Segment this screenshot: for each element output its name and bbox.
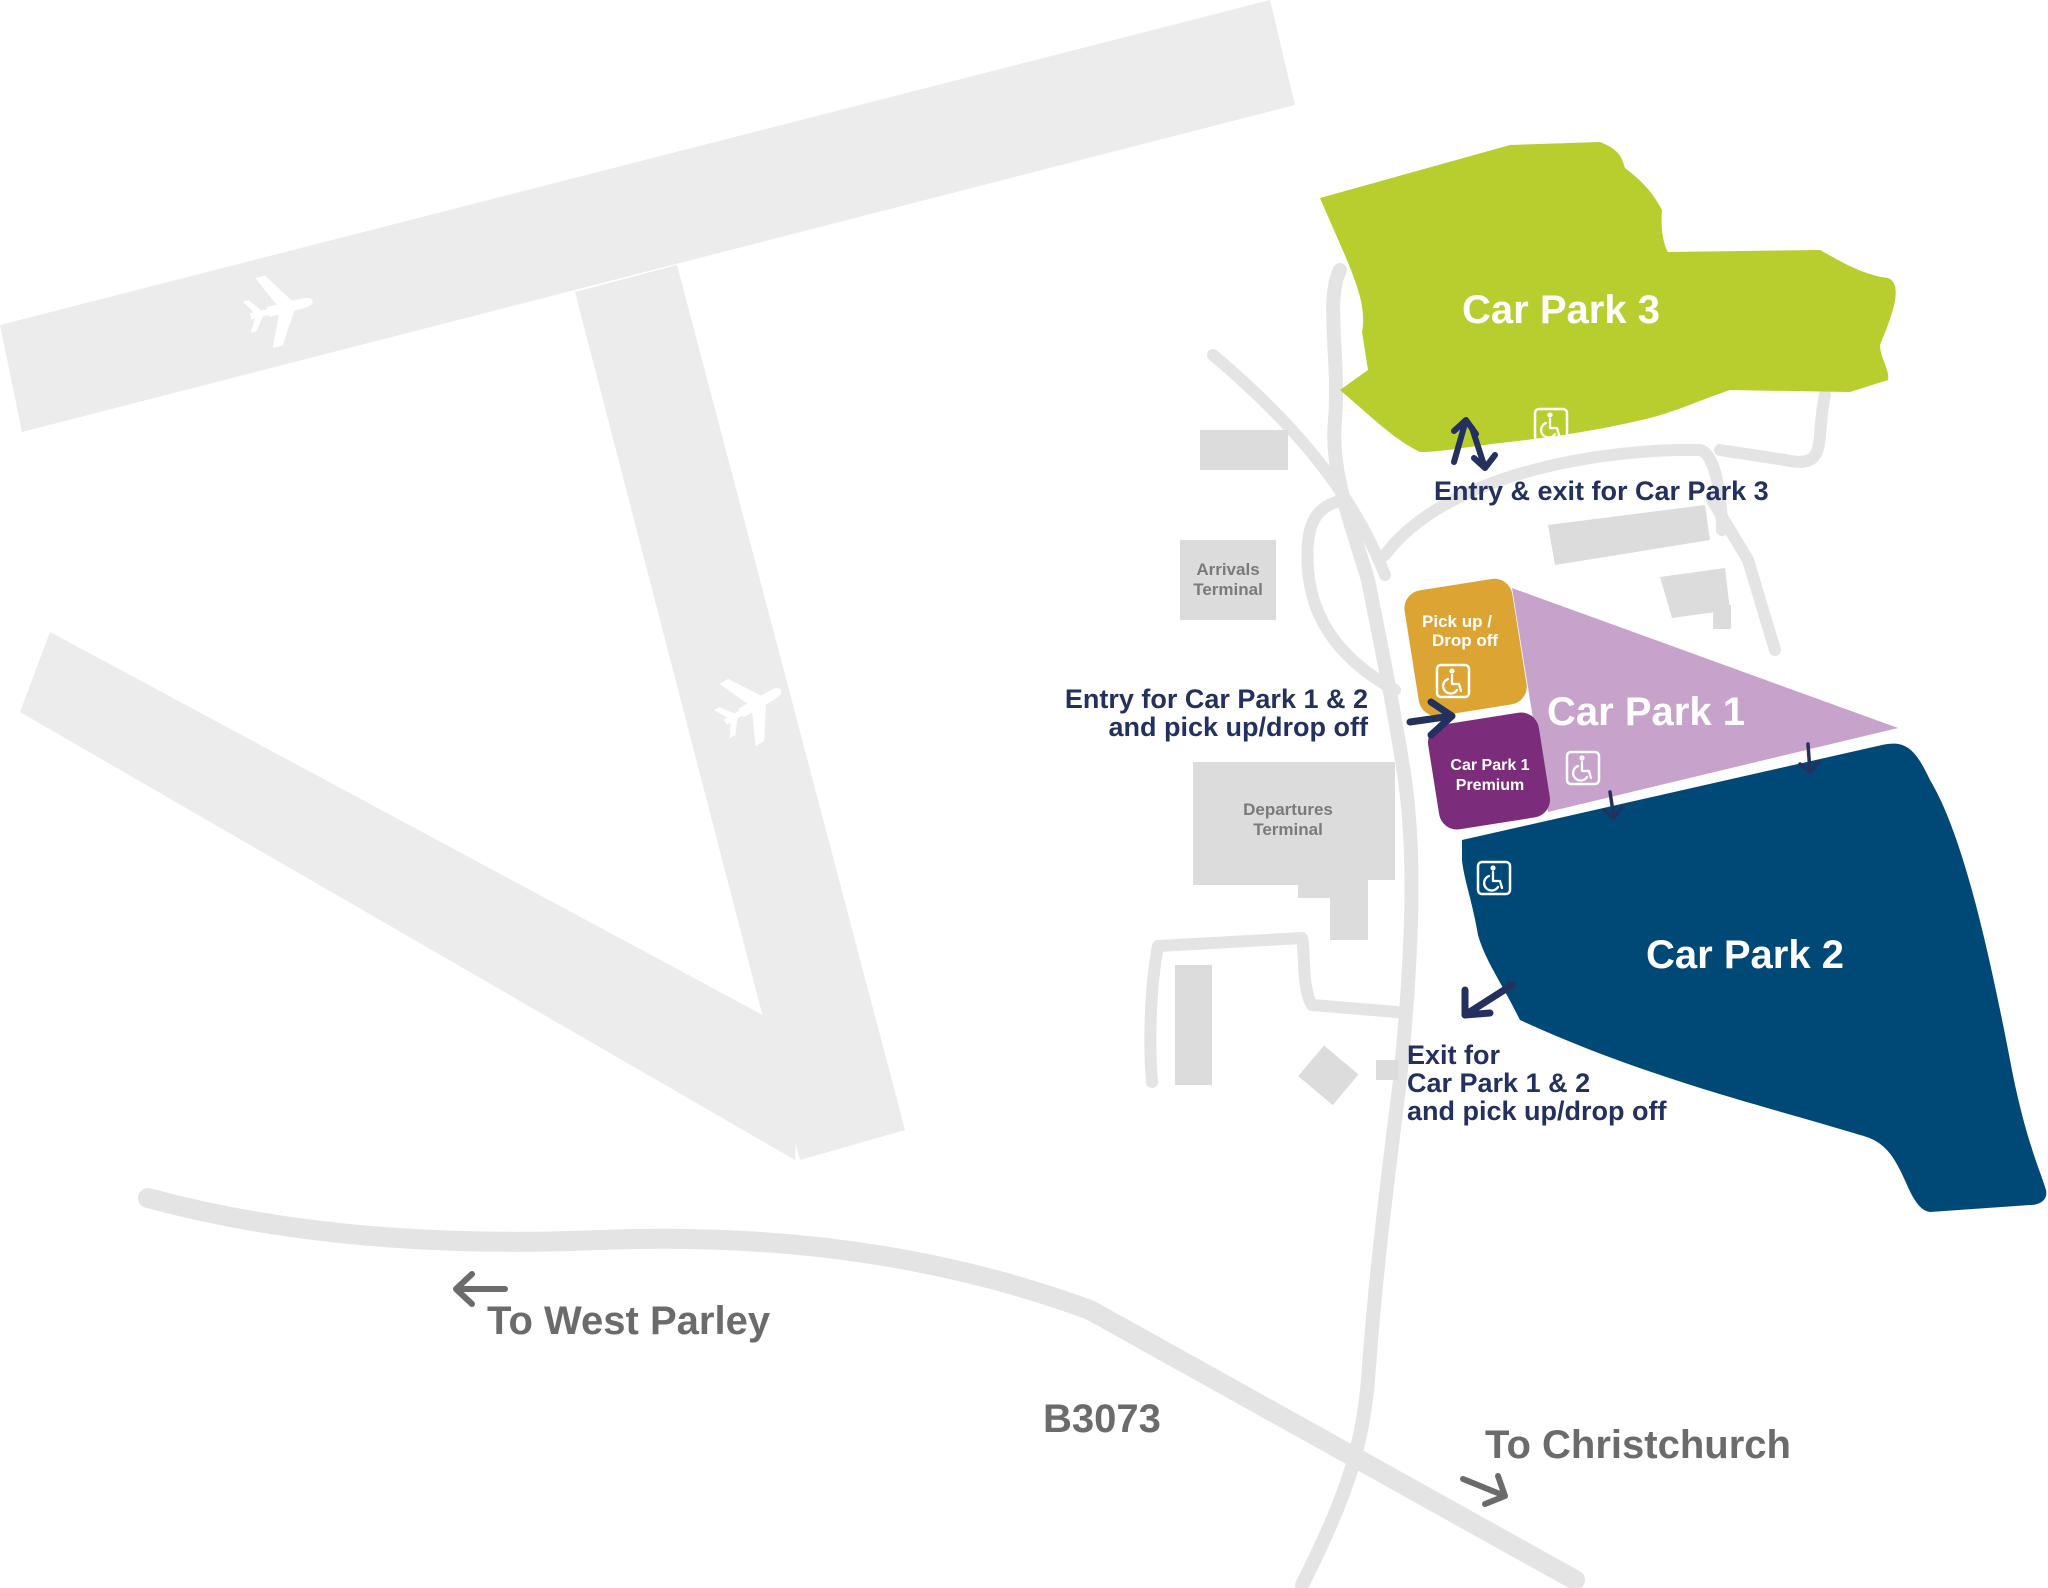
cp3-access-road [1379,443,1728,561]
to-west-parley-label: To West Parley [487,1299,771,1343]
road-network [138,263,1831,1588]
building-diamond [1298,1045,1359,1106]
arrivals-terminal [1180,540,1276,620]
service-road-east [1706,494,1781,656]
pick-up-drop-off-area[interactable] [1402,576,1530,718]
entry-label-line1: Entry for Car Park 1 & 2 [1065,684,1368,714]
cp3-east-road [1714,389,1831,468]
departures-west-road [1144,932,1403,1088]
labels: Car Park 3 Car Park 1 Car Park 2 Pick up… [487,288,1844,1467]
car-park-1-area[interactable] [1512,588,1898,812]
arrow-icon [1461,981,1516,1019]
car-parks [1320,142,2047,1212]
main-runway [0,0,1295,432]
b3073-label: B3073 [1043,1397,1161,1441]
airport-access-road [1295,263,1419,1588]
car-park-1-premium-area[interactable] [1425,710,1552,832]
pick-up-label-line2: Drop off [1432,631,1498,650]
exit-label-line3: and pick up/drop off [1407,1096,1667,1126]
pick-up-label-line1: Pick up / [1422,612,1492,631]
building-east-3 [1713,605,1731,629]
to-christchurch-label: To Christchurch [1485,1423,1791,1467]
building-small [1376,1060,1398,1080]
building-east-1 [1548,505,1710,565]
building-west [1175,965,1212,1085]
car-park-1-premium-label-line1: Car Park 1 [1450,757,1529,774]
departures-terminal-label-line1: Departures [1243,800,1333,819]
direction-arrows [453,417,1821,1507]
exit-label-line2: Car Park 1 & 2 [1407,1068,1590,1098]
arrow-icon [1460,1473,1508,1507]
arrow-icon [1451,417,1498,471]
exit-label-line1: Exit for [1407,1040,1501,1070]
service-road-north [1207,349,1391,581]
taxiway-runway [20,632,800,1160]
car-park-2-label: Car Park 2 [1646,933,1844,977]
arrow-icon [453,1271,508,1307]
arrivals-terminal-label-line2: Terminal [1193,580,1263,599]
entry-label-line2: and pick up/drop off [1109,712,1369,742]
arrivals-terminal-label-line1: Arrivals [1196,560,1259,579]
building-east-2 [1660,568,1730,618]
car-park-1-label: Car Park 1 [1547,690,1745,734]
arrow-icon [1406,698,1456,739]
car-park-3-area[interactable] [1320,142,1896,452]
b3073-road [138,1188,1585,1588]
car-park-3-label: Car Park 3 [1462,288,1660,332]
runways [0,0,1295,1160]
arrivals-loop-road [1301,494,1401,696]
arrow-icon [1602,742,1821,820]
building-north [1200,430,1288,470]
buildings [1175,430,1731,1106]
car-park-2-area[interactable] [1462,743,2047,1212]
departures-terminal-label-line2: Terminal [1253,820,1323,839]
car-park-3-access-label: Entry & exit for Car Park 3 [1434,476,1769,506]
departures-terminal [1193,762,1395,940]
car-park-1-premium-label-line2: Premium [1456,777,1524,794]
